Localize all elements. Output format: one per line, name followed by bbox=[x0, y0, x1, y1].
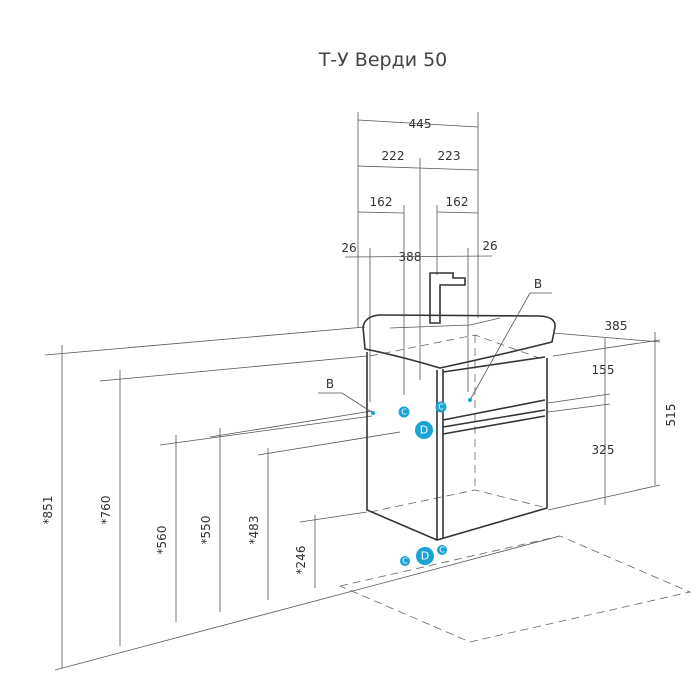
marker-c-2: C bbox=[435, 401, 447, 413]
extension-lines bbox=[357, 112, 479, 402]
marker-c-3: C bbox=[400, 556, 410, 566]
dim-162-left: 162 bbox=[370, 195, 393, 209]
faucet bbox=[429, 272, 466, 324]
dim-851: *851 bbox=[41, 496, 55, 525]
svg-text:C: C bbox=[401, 408, 407, 417]
dim-222: 222 bbox=[382, 149, 405, 163]
dim-760: *760 bbox=[99, 496, 113, 525]
dim-550: *550 bbox=[199, 516, 213, 545]
dim-162-right: 162 bbox=[446, 195, 469, 209]
svg-text:C: C bbox=[439, 546, 445, 555]
label-b-left: B bbox=[326, 377, 334, 391]
dim-26-right: 26 bbox=[482, 239, 497, 253]
point-b-left bbox=[371, 411, 375, 415]
right-dimension-lines bbox=[604, 332, 656, 505]
dim-560: *560 bbox=[155, 526, 169, 555]
vanity-unit bbox=[362, 272, 556, 541]
top-dimension-lines bbox=[344, 119, 493, 258]
dim-388: 388 bbox=[399, 250, 422, 264]
dim-223: 223 bbox=[438, 149, 461, 163]
svg-text:C: C bbox=[402, 557, 408, 566]
dim-445: 445 bbox=[409, 117, 432, 131]
svg-text:C: C bbox=[438, 403, 444, 412]
point-b-right bbox=[468, 398, 472, 402]
wall-lines bbox=[44, 326, 661, 523]
dim-515: 515 bbox=[664, 404, 678, 427]
svg-text:D: D bbox=[420, 424, 428, 437]
dim-155: 155 bbox=[592, 363, 615, 377]
floor-outline bbox=[54, 535, 692, 671]
svg-text:D: D bbox=[421, 550, 429, 563]
marker-d-2: D bbox=[416, 547, 434, 565]
label-b-right: B bbox=[534, 277, 542, 291]
dim-385: 385 bbox=[605, 319, 628, 333]
height-dimension-lines bbox=[61, 345, 316, 668]
marker-d-1: D bbox=[415, 421, 433, 439]
marker-c-1: C bbox=[398, 406, 410, 418]
dim-325: 325 bbox=[592, 443, 615, 457]
dim-246: *246 bbox=[294, 546, 308, 575]
marker-c-4: C bbox=[437, 545, 447, 555]
drawing-title: Т-У Верди 50 bbox=[318, 49, 448, 71]
dim-26-left: 26 bbox=[341, 241, 356, 255]
dim-483: *483 bbox=[247, 516, 261, 545]
